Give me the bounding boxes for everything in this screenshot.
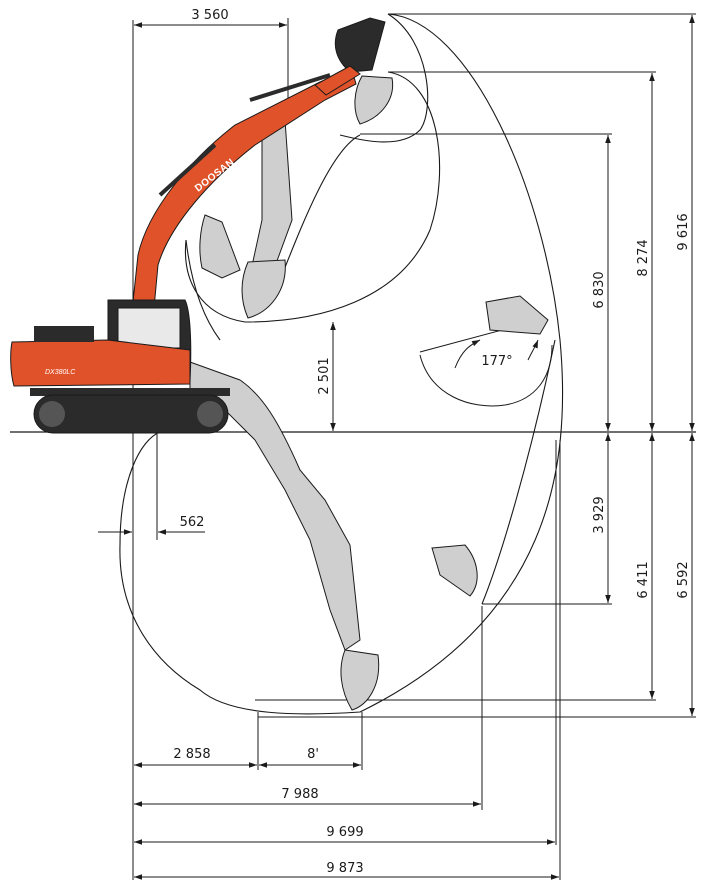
boom-sweep-curve xyxy=(185,239,221,341)
dim-label-3929: 3 929 xyxy=(592,496,607,533)
boom-cylinder xyxy=(158,143,217,197)
ghost-bucket-lower xyxy=(340,649,380,711)
excavator-track xyxy=(33,394,229,434)
dim-track-offset xyxy=(98,434,205,540)
ghost-bucket-top-small xyxy=(354,75,394,125)
dim-label-2858: 2 858 xyxy=(173,747,210,762)
excavator-upper-body xyxy=(10,339,191,387)
ghost-bucket-reach xyxy=(485,295,549,335)
excavator-arm xyxy=(314,65,361,96)
engine-cover xyxy=(34,326,94,342)
inner-small-curve xyxy=(279,134,361,281)
outer-envelope-curve xyxy=(119,13,564,715)
dim-label-562: 562 xyxy=(180,515,205,530)
arm-cylinder xyxy=(249,73,331,102)
dim-label-top-width: 3 560 xyxy=(191,8,228,23)
lower-digging-curve xyxy=(481,339,556,605)
ghost-bucket-upper-left xyxy=(199,214,241,279)
dim-label-8ft: 8' xyxy=(307,747,319,762)
dim-label-7988: 7 988 xyxy=(281,787,318,802)
dim-label-8274: 8 274 xyxy=(636,239,651,276)
dim-label-2501: 2 501 xyxy=(317,357,332,394)
track-frame xyxy=(30,388,230,396)
dim-label-9616: 9 616 xyxy=(676,213,691,250)
ghost-bucket-upper-mid xyxy=(241,259,286,319)
middle-inner-curve xyxy=(184,71,441,323)
dim-label-6592: 6 592 xyxy=(676,561,691,598)
track-sprocket xyxy=(39,401,65,427)
cab-window xyxy=(117,307,181,349)
right-height-dims xyxy=(255,13,696,718)
upper-inner-curve xyxy=(339,13,429,143)
dim-label-bucket-angle: 177° xyxy=(481,354,512,369)
bottom-reach-dims xyxy=(134,440,561,880)
body-model-label: DX380LC xyxy=(45,369,76,376)
dim-label-9699: 9 699 xyxy=(326,825,363,840)
max-height-bucket xyxy=(334,17,386,73)
ghost-bucket-depth xyxy=(431,544,478,597)
dim-label-9873: 9 873 xyxy=(326,861,363,876)
reach-envelope xyxy=(119,13,564,715)
dim-label-6830: 6 830 xyxy=(592,271,607,308)
dim-top-width xyxy=(134,18,289,120)
dim-label-6411: 6 411 xyxy=(636,561,651,598)
track-idler xyxy=(197,401,223,427)
